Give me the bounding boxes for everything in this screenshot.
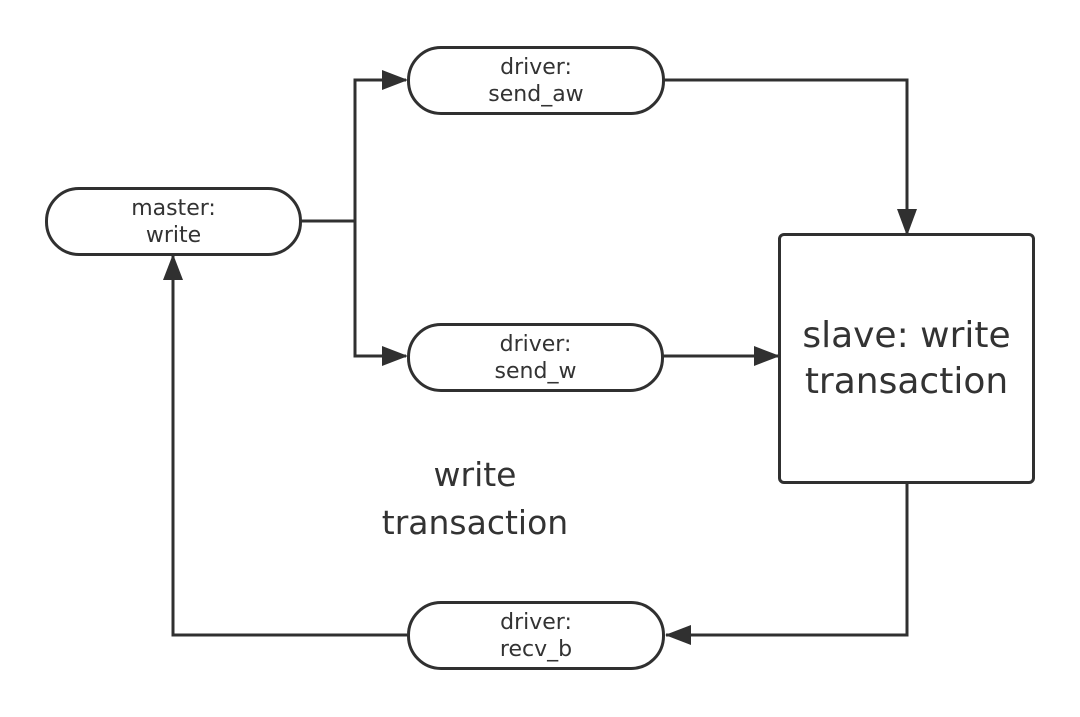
caption-line1: write bbox=[433, 455, 517, 494]
node-send-w-line2: send_w bbox=[494, 358, 577, 384]
node-master-line1: master: bbox=[131, 195, 216, 221]
edge-send-aw-to-slave bbox=[664, 78, 909, 235]
arrowhead-send-aw-to-slave bbox=[897, 209, 917, 236]
node-send-w-line1: driver: bbox=[499, 331, 572, 357]
node-driver-send-w: driver: send_w bbox=[407, 323, 664, 392]
edge-slave-to-recv-b bbox=[666, 483, 909, 637]
node-slave-line2: transaction bbox=[804, 360, 1009, 402]
node-send-aw-line1: driver: bbox=[500, 54, 572, 80]
node-slave-line1: slave: write bbox=[802, 314, 1011, 356]
arrowhead-to-send-w bbox=[382, 346, 408, 366]
node-recv-b-line2: recv_b bbox=[499, 636, 573, 662]
arrowhead-send-w-to-slave bbox=[754, 346, 780, 366]
node-master-write: master: write bbox=[45, 187, 302, 256]
node-master-line2: write bbox=[145, 222, 202, 248]
node-driver-send-aw: driver: send_aw bbox=[407, 46, 665, 115]
edge-master-to-send-w bbox=[353, 221, 406, 358]
node-send-aw-line2: send_aw bbox=[488, 81, 584, 107]
arrowhead-to-send-aw bbox=[382, 70, 408, 90]
caption-line2: transaction bbox=[381, 503, 569, 542]
edge-master-to-send-aw bbox=[301, 78, 406, 223]
node-recv-b-line1: driver: bbox=[500, 609, 572, 635]
edge-recv-b-to-master bbox=[171, 254, 407, 637]
arrowhead-to-master bbox=[163, 254, 183, 280]
diagram-caption: write transaction bbox=[345, 451, 605, 547]
node-driver-recv-b: driver: recv_b bbox=[407, 601, 665, 670]
arrowhead-to-recv-b bbox=[665, 625, 691, 645]
node-slave-write-transaction: slave: write transaction bbox=[778, 233, 1035, 484]
